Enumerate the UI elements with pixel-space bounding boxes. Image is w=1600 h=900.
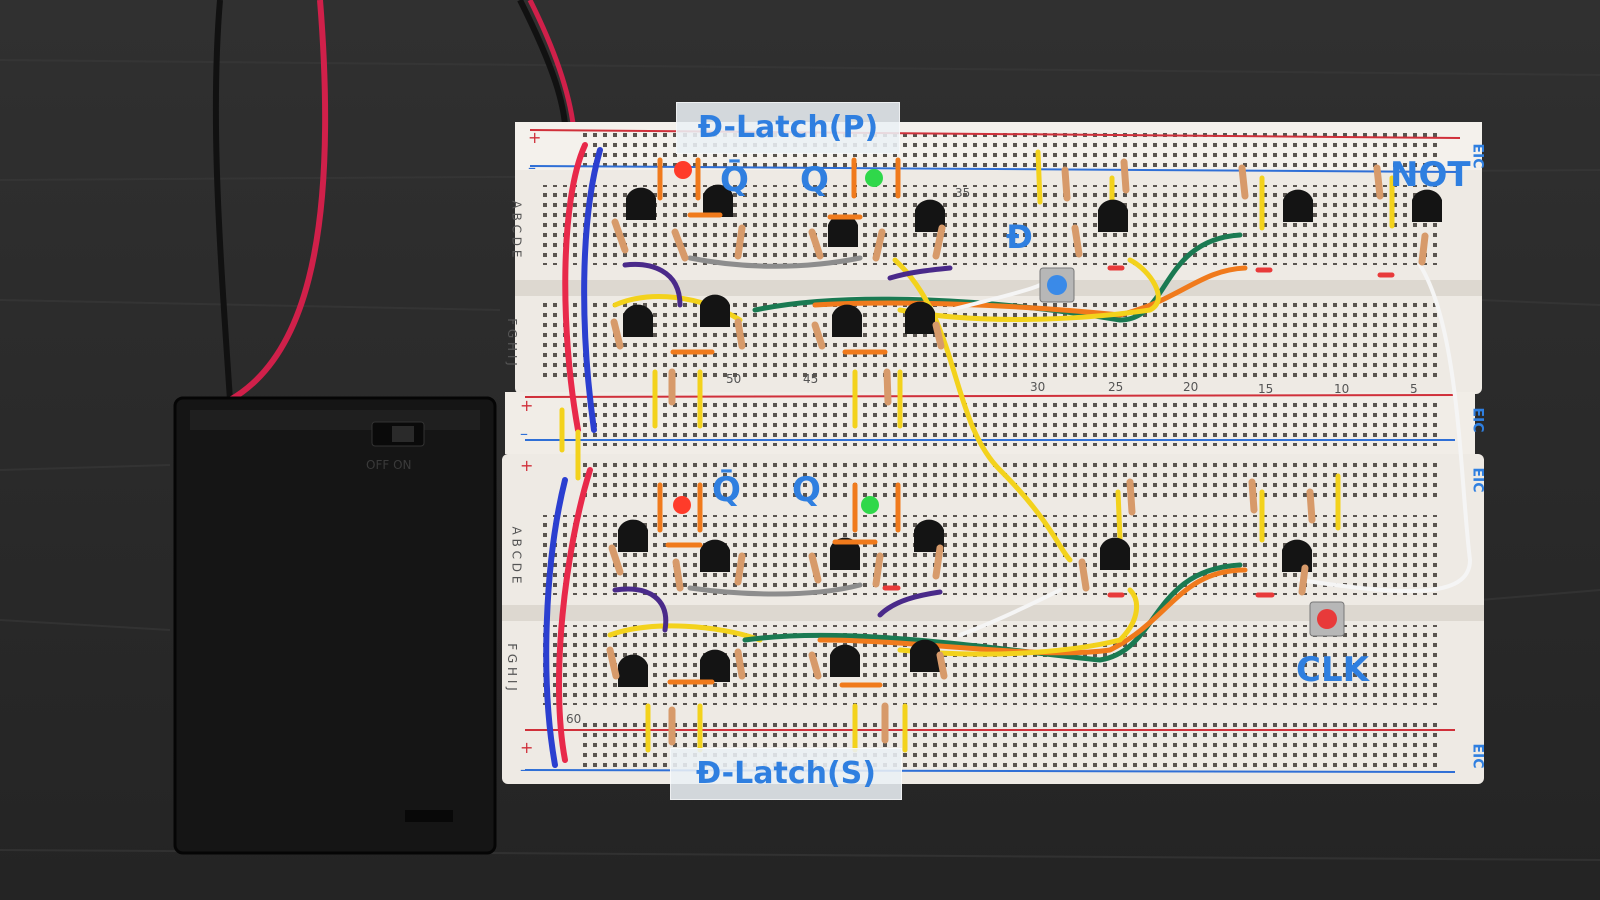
rail-plus-sign: + — [528, 128, 542, 147]
bottom-module-label: Đ-Latch(S) — [670, 748, 902, 800]
battery-box — [173, 396, 497, 855]
led-icon — [673, 161, 883, 514]
rail-minus-sign: – — [520, 424, 528, 443]
red-power-jumper — [562, 142, 588, 433]
row-letters: A B C D E — [509, 526, 524, 584]
data-input-label: Đ — [1006, 218, 1033, 256]
column-number: 15 — [1258, 382, 1274, 396]
row-letters: F G H I J — [504, 318, 519, 366]
column-number: 25 — [1108, 380, 1124, 394]
rail-plus-sign: + — [520, 738, 534, 757]
battery-switch-label: OFF ON — [366, 458, 412, 472]
bottom-signal-wires — [607, 562, 1248, 663]
column-number: 5 — [1410, 382, 1418, 396]
push-button-icon — [1039, 267, 1345, 637]
rail-plus-sign: + — [520, 396, 534, 415]
brand-mark: EIC — [1469, 143, 1486, 169]
qbar-bottom-label: Q̄ — [712, 470, 741, 510]
blue-power-jumper — [581, 147, 603, 433]
brand-mark: EIC — [1469, 407, 1486, 433]
column-number: 35 — [955, 186, 971, 200]
brand-mark: EIC — [1469, 743, 1486, 769]
row-letters: F G H I J — [504, 643, 519, 691]
column-number: 60 — [566, 712, 582, 726]
column-number: 30 — [1030, 380, 1046, 394]
clock-label: CLK — [1296, 650, 1369, 690]
battery-black-wire — [212, 0, 233, 401]
row-letters: A B C D E — [509, 200, 524, 258]
brand-mark: EIC — [1469, 467, 1486, 493]
column-number: 45 — [803, 372, 819, 386]
qbar-top-label: Q̄ — [720, 160, 749, 200]
column-number: 20 — [1183, 380, 1199, 394]
top-module-label: Đ-Latch(P) — [676, 102, 900, 154]
column-number: 50 — [726, 372, 742, 386]
resistor-icon — [606, 158, 1429, 746]
rail-minus-sign: – — [528, 158, 536, 177]
rail-plus-sign: + — [520, 456, 534, 475]
column-number: 10 — [1334, 382, 1350, 396]
not-gate-label: NOT — [1390, 155, 1471, 195]
battery-red-wire — [228, 0, 329, 403]
q-top-label: Q — [800, 160, 829, 200]
q-bottom-label: Q — [792, 470, 821, 510]
to92-transistor-icon — [618, 184, 1442, 687]
rail-minus-sign: – — [520, 760, 528, 779]
white-clock-wire — [1298, 263, 1473, 593]
top-signal-wires — [612, 232, 1473, 593]
